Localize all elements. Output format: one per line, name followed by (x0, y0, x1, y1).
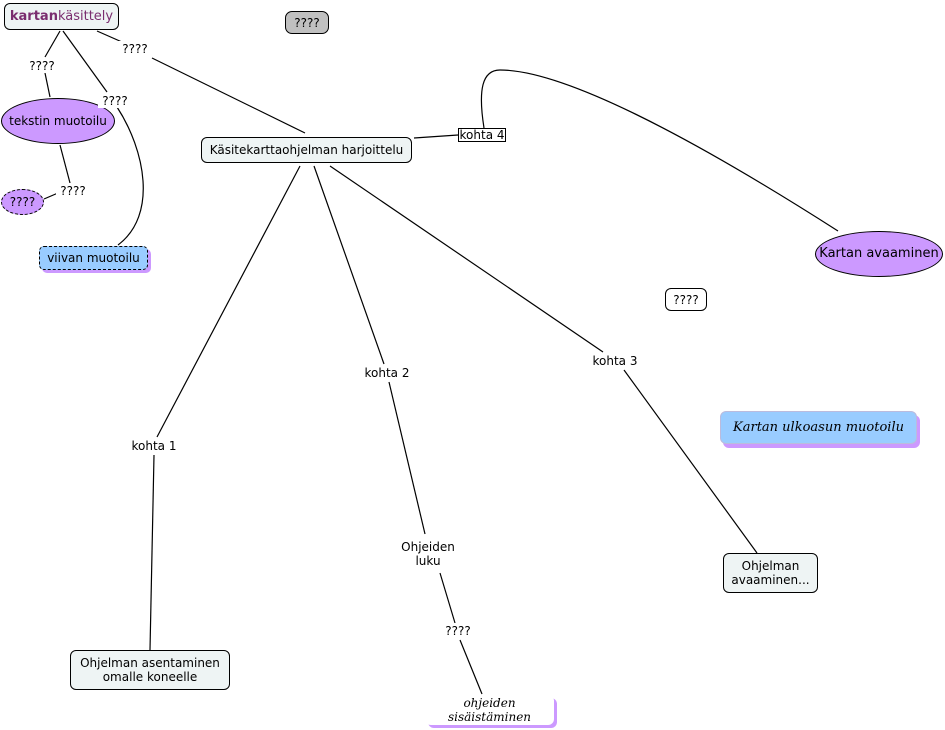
link-label-kohta-4[interactable]: kohta 4 (458, 128, 506, 142)
node-viivan-muotoilu[interactable]: viivan muotoilu (39, 246, 148, 270)
link-kohta4-to-avaaminen (480, 69, 839, 232)
link-main-to-kohta3 (329, 165, 604, 353)
node-kartan-ulkoasun-muotoilu[interactable]: Kartan ulkoasun muotoilu (720, 411, 917, 444)
link-kohta1-to-asentaminen (149, 454, 155, 651)
link-kohta2-to-luku (388, 381, 426, 535)
node-ohjelman-asentaminen[interactable]: Ohjelman asentaminen omalle koneelle (70, 650, 230, 690)
link-main-to-kohta1 (156, 165, 301, 438)
link-label-kartan-main[interactable]: ???? (118, 41, 152, 56)
node-kartan-avaaminen[interactable]: Kartan avaaminen (815, 231, 943, 277)
node-unconnected-unknown[interactable]: ???? (665, 288, 707, 311)
node-kartan-kasittely[interactable]: kartan käsittely (4, 3, 119, 30)
link-q-to-main (151, 57, 306, 134)
link-label-ohjeiden-luku[interactable]: Ohjeiden luku (396, 537, 460, 571)
link-label-kohta-1[interactable]: kohta 1 (128, 438, 180, 454)
link-label-kartan-tekstin[interactable]: ???? (25, 58, 59, 73)
link-luku-to-q (439, 572, 456, 624)
link-label-kartan-viivan[interactable]: ???? (98, 93, 132, 108)
node-tekstin-muotoilu[interactable]: tekstin muotoilu (1, 98, 115, 144)
link-main-to-kohta2 (313, 165, 385, 365)
link-kartan-to-q (96, 30, 123, 43)
link-q-to-viivan (116, 106, 144, 246)
link-main-to-kohta4 (413, 134, 459, 139)
node-kartan-kasittely-rest: käsittely (57, 8, 114, 24)
link-kartan-to-q-viivan (62, 30, 108, 93)
link-label-kohta-3[interactable]: kohta 3 (589, 353, 641, 369)
link-kartan-to-q-tekstin-b (44, 72, 51, 98)
node-main-topic[interactable]: Käsitekarttaohjelman harjoittelu (201, 137, 412, 163)
link-label-luku-sisast[interactable]: ???? (441, 623, 475, 638)
link-label-tekstin-small[interactable]: ???? (56, 183, 90, 198)
link-kartan-to-q-tekstin-a (44, 30, 61, 58)
node-ohjeiden-sisastaminen[interactable]: ohjeiden sisäistäminen (425, 695, 554, 725)
link-tekstin-to-q (59, 144, 71, 184)
node-small-unknown[interactable]: ???? (1, 189, 44, 215)
link-label-kohta-2[interactable]: kohta 2 (361, 365, 413, 381)
link-kohta3-to-avaaminen (623, 369, 758, 554)
node-kartan-kasittely-bold: kartan (9, 8, 58, 24)
node-gray-unknown[interactable]: ???? (285, 11, 329, 34)
link-q-to-sisast (459, 639, 483, 695)
link-q-to-small (43, 192, 59, 200)
node-ohjelman-avaaminen[interactable]: Ohjelman avaaminen... (723, 553, 818, 593)
